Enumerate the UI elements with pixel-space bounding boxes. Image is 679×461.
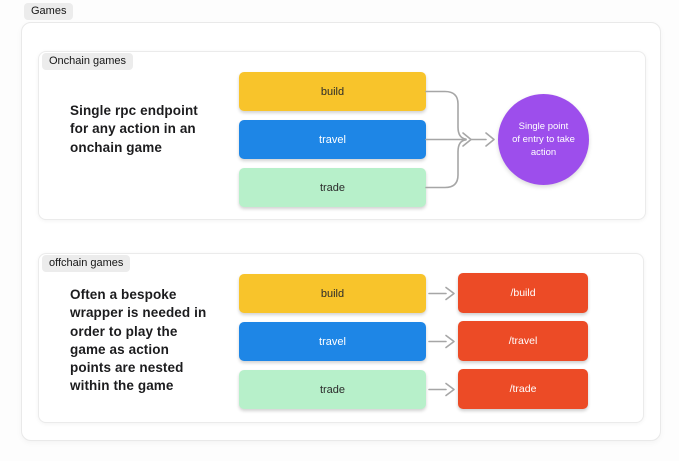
endpoint-trade: /trade xyxy=(458,369,588,409)
games-tag: Games xyxy=(24,3,74,20)
onchain-games-panel: Onchain games Single rpc endpoint for an… xyxy=(38,51,646,220)
offchain-games-panel: offchain games Often a bespoke wrapper i… xyxy=(38,253,644,423)
offchain-node-build: build xyxy=(239,274,426,313)
offchain-description: Often a bespoke wrapper is needed in ord… xyxy=(70,287,207,394)
onchain-node-trade: trade xyxy=(239,168,426,207)
offchain-games-tag: offchain games xyxy=(42,255,131,272)
offchain-node-trade-label: trade xyxy=(319,383,346,396)
onchain-node-travel: travel xyxy=(239,120,426,159)
offchain-node-build-label: build xyxy=(320,287,345,300)
onchain-node-build: build xyxy=(239,72,426,111)
endpoint-trade-label: /trade xyxy=(509,383,537,395)
single-entry-circle: Single point of entry to take action xyxy=(498,94,589,185)
endpoint-travel-label: /travel xyxy=(508,335,538,347)
onchain-node-trade-label: trade xyxy=(319,181,346,194)
endpoint-travel: /travel xyxy=(458,321,588,361)
onchain-games-tag: Onchain games xyxy=(42,53,134,70)
onchain-node-travel-label: travel xyxy=(319,133,346,146)
onchain-node-build-label: build xyxy=(320,85,345,98)
diagram-frame: Onchain games Single rpc endpoint for an… xyxy=(21,22,661,441)
offchain-node-travel: travel xyxy=(239,322,426,361)
endpoint-build-label: /build xyxy=(510,287,536,299)
offchain-node-trade: trade xyxy=(239,370,426,409)
offchain-node-travel-label: travel xyxy=(319,335,346,348)
onchain-description: Single rpc endpoint for any action in an… xyxy=(70,103,198,155)
endpoint-build: /build xyxy=(458,273,588,313)
